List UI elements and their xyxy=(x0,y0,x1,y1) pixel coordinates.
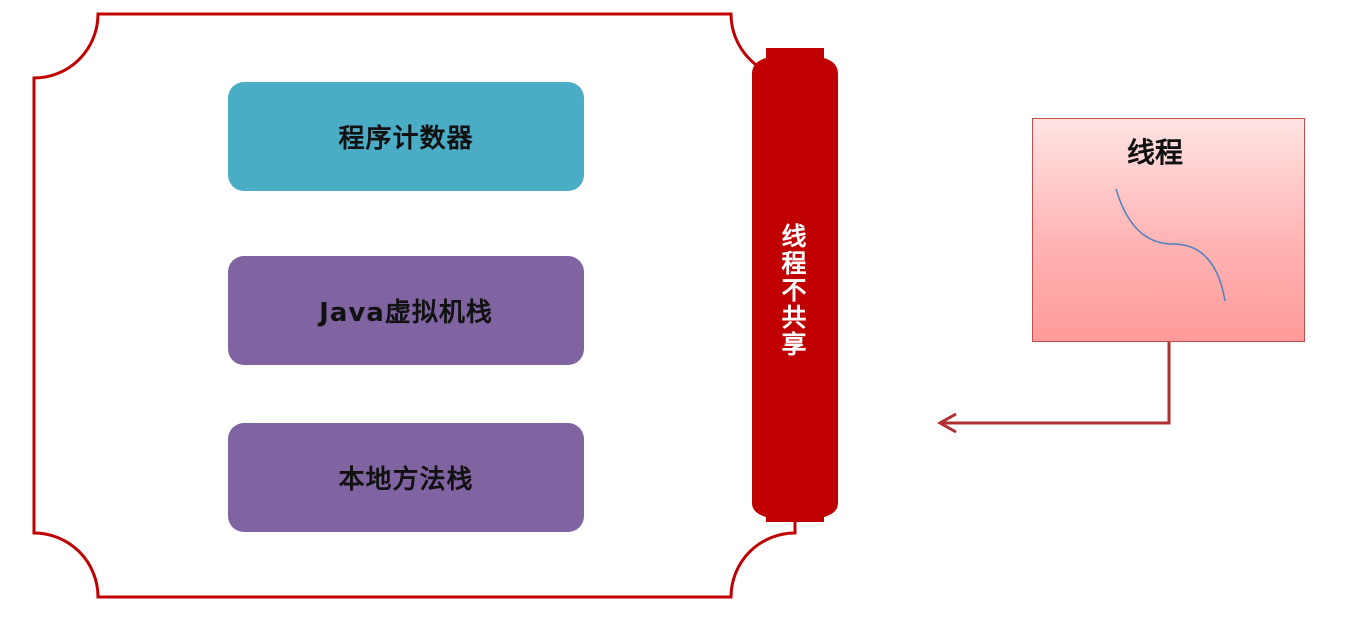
jvm-stack-label: Java虚拟机栈 xyxy=(319,298,493,328)
thread-curve-graphic xyxy=(1115,188,1226,302)
jvm-stack-box: Java虚拟机栈 xyxy=(228,256,584,365)
banner-char: 享 xyxy=(781,329,807,359)
banner-char: 程 xyxy=(781,248,807,278)
banner-shape xyxy=(752,48,838,522)
thread-title: 线程 xyxy=(1127,136,1184,169)
arrow-head xyxy=(936,412,957,434)
banner-text: 线 程 不 共 享 xyxy=(758,205,830,375)
banner-char: 不 xyxy=(781,275,807,305)
thread-curve xyxy=(1115,188,1226,302)
banner-char: 线 xyxy=(781,221,807,251)
program-counter-label: 程序计数器 xyxy=(338,124,474,154)
program-counter-box: 程序计数器 xyxy=(228,82,584,191)
native-method-stack-box: 本地方法栈 xyxy=(228,423,584,532)
native-method-stack-label: 本地方法栈 xyxy=(338,465,474,495)
connector-line xyxy=(942,342,1171,425)
banner-char: 共 xyxy=(781,302,807,332)
thread-box: 线程 xyxy=(1032,118,1305,342)
